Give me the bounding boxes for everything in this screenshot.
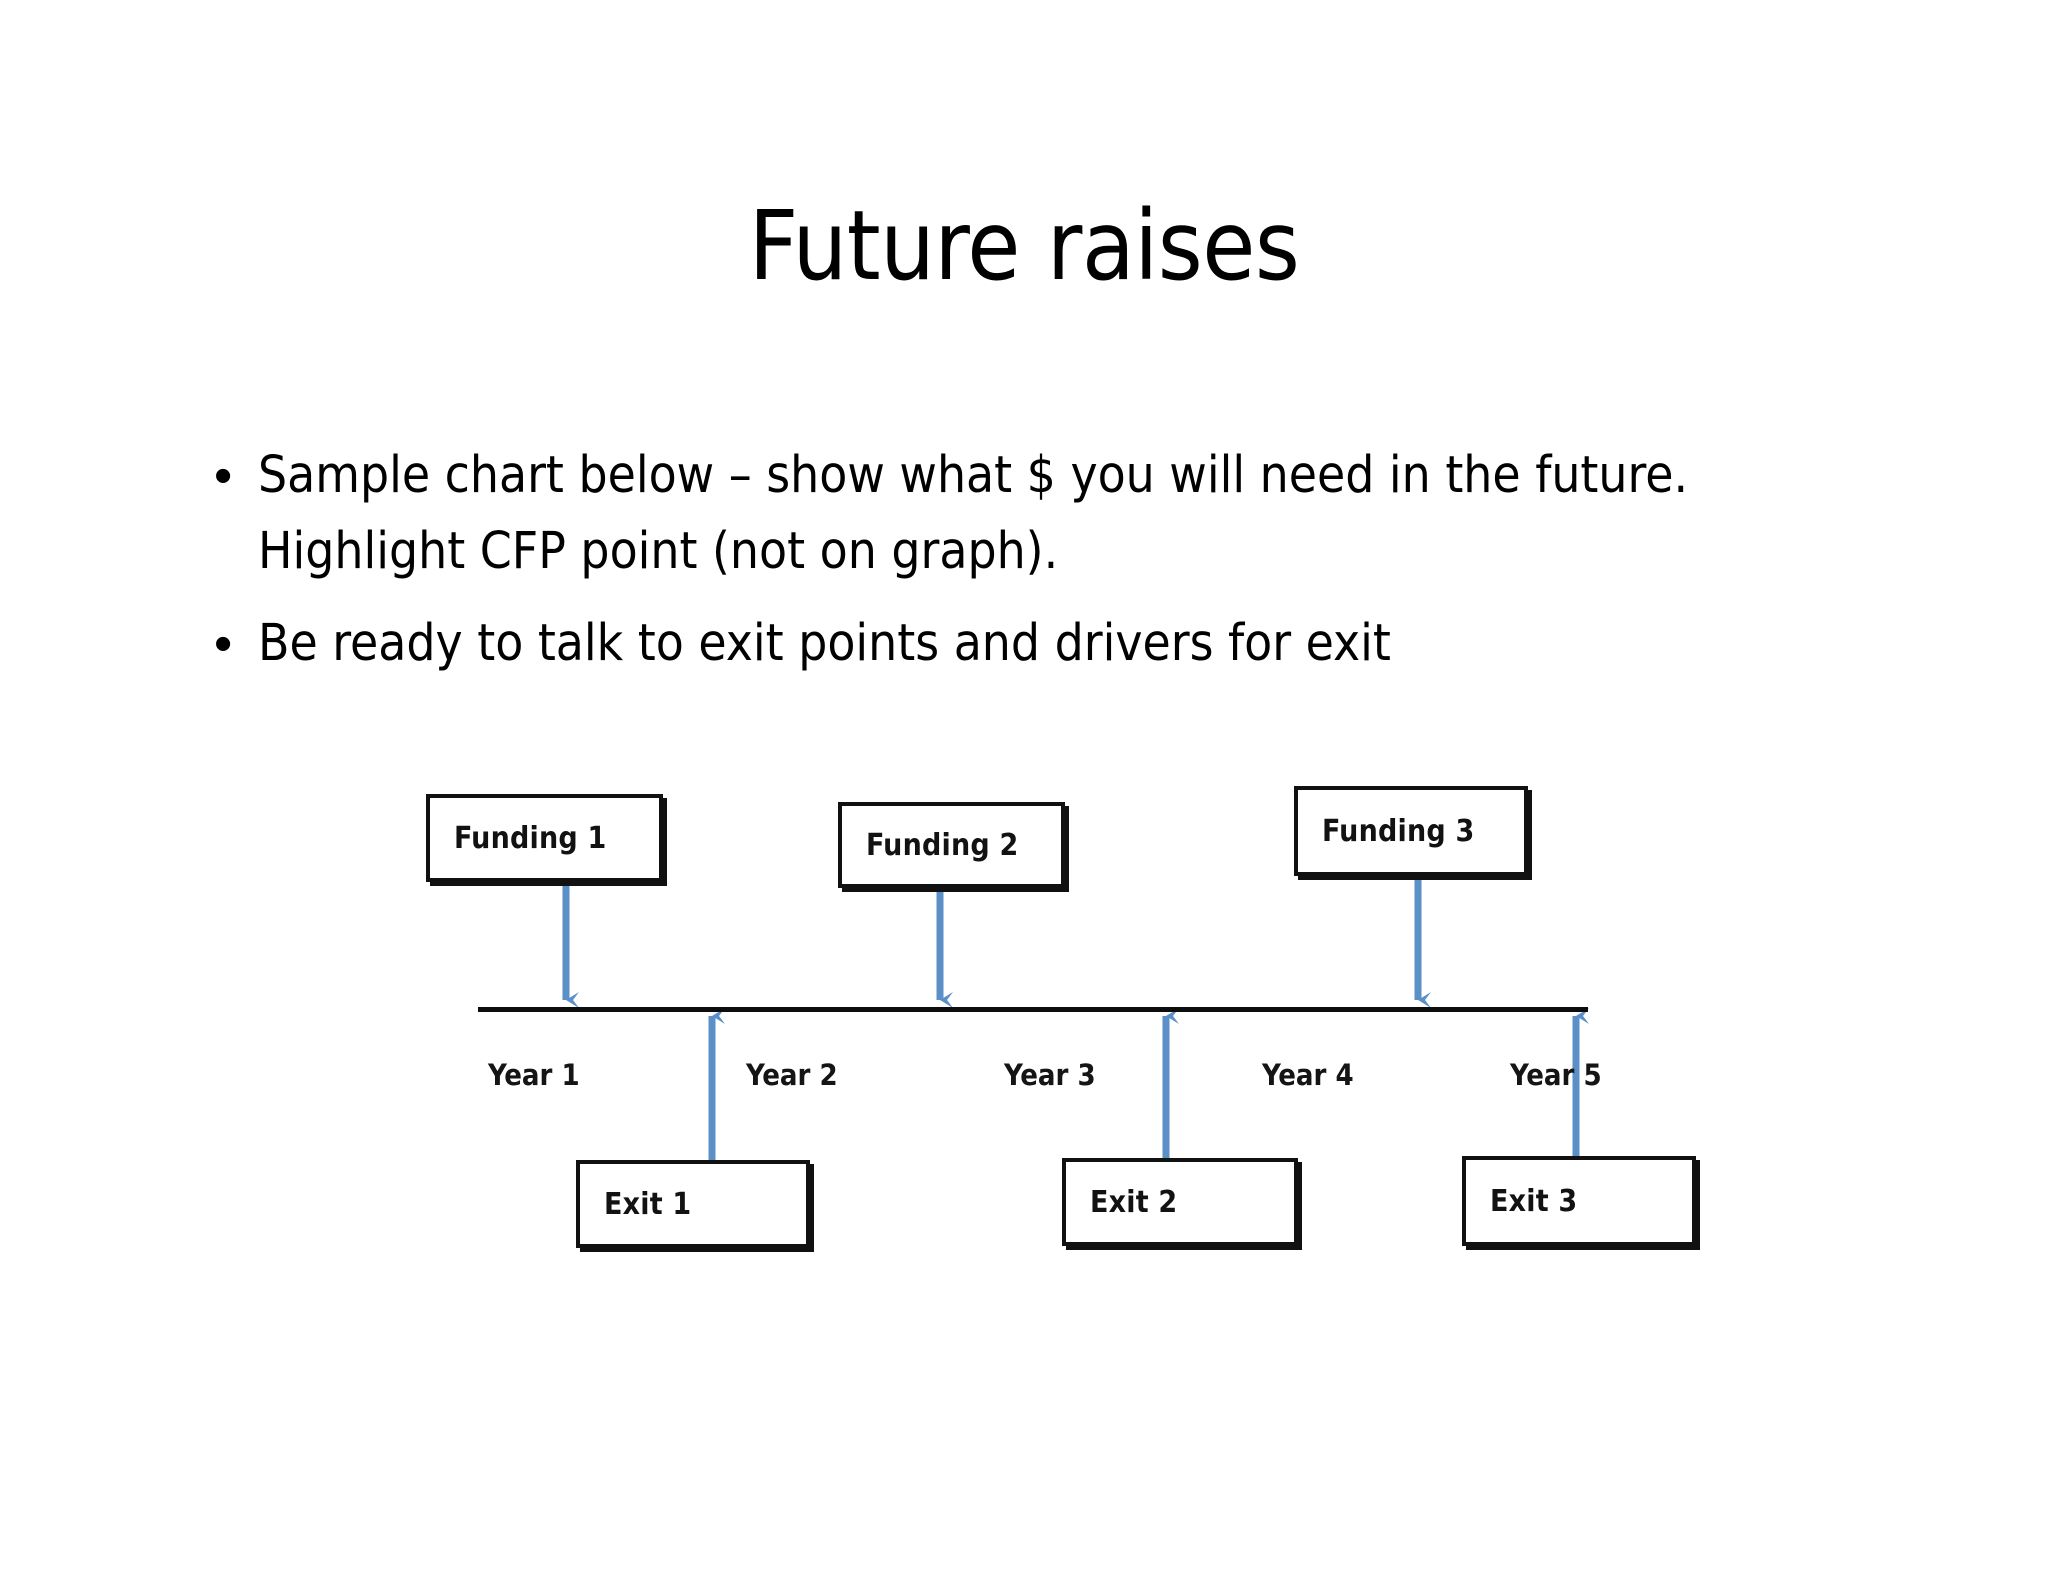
list-item: • Sample chart below – show what $ you w…: [196, 438, 1756, 590]
exit-box-3[interactable]: Exit 3: [1462, 1156, 1696, 1246]
exit-box-1-label: Exit 1: [604, 1186, 692, 1222]
exit-box-2-label: Exit 2: [1090, 1184, 1178, 1220]
page-title: Future raises: [748, 190, 1300, 302]
list-item: • Be ready to talk to exit points and dr…: [196, 606, 1756, 682]
funding-box-2[interactable]: Funding 2: [838, 802, 1065, 888]
timeline-axis-line: [478, 1007, 1588, 1012]
year-label-3: Year 3: [1004, 1058, 1096, 1092]
funding-box-2-label: Funding 2: [866, 827, 1019, 863]
exit-box-2[interactable]: Exit 2: [1062, 1158, 1298, 1246]
bullet-text: Be ready to talk to exit points and driv…: [258, 614, 1391, 673]
funding-box-3[interactable]: Funding 3: [1294, 786, 1528, 876]
exit-box-3-label: Exit 3: [1490, 1183, 1578, 1219]
funding-box-1[interactable]: Funding 1: [426, 794, 663, 882]
year-label-5: Year 5: [1510, 1058, 1602, 1092]
bullet-text: Sample chart below – show what $ you wil…: [258, 446, 1718, 581]
bullet-marker-icon: •: [214, 615, 233, 673]
year-label-2: Year 2: [746, 1058, 838, 1092]
year-label-1: Year 1: [488, 1058, 580, 1092]
funding-box-3-label: Funding 3: [1322, 813, 1475, 849]
year-label-4: Year 4: [1262, 1058, 1354, 1092]
exit-box-1[interactable]: Exit 1: [576, 1160, 810, 1248]
bullet-marker-icon: •: [214, 447, 233, 505]
funding-box-1-label: Funding 1: [454, 820, 607, 856]
bullet-list: • Sample chart below – show what $ you w…: [196, 438, 1756, 698]
